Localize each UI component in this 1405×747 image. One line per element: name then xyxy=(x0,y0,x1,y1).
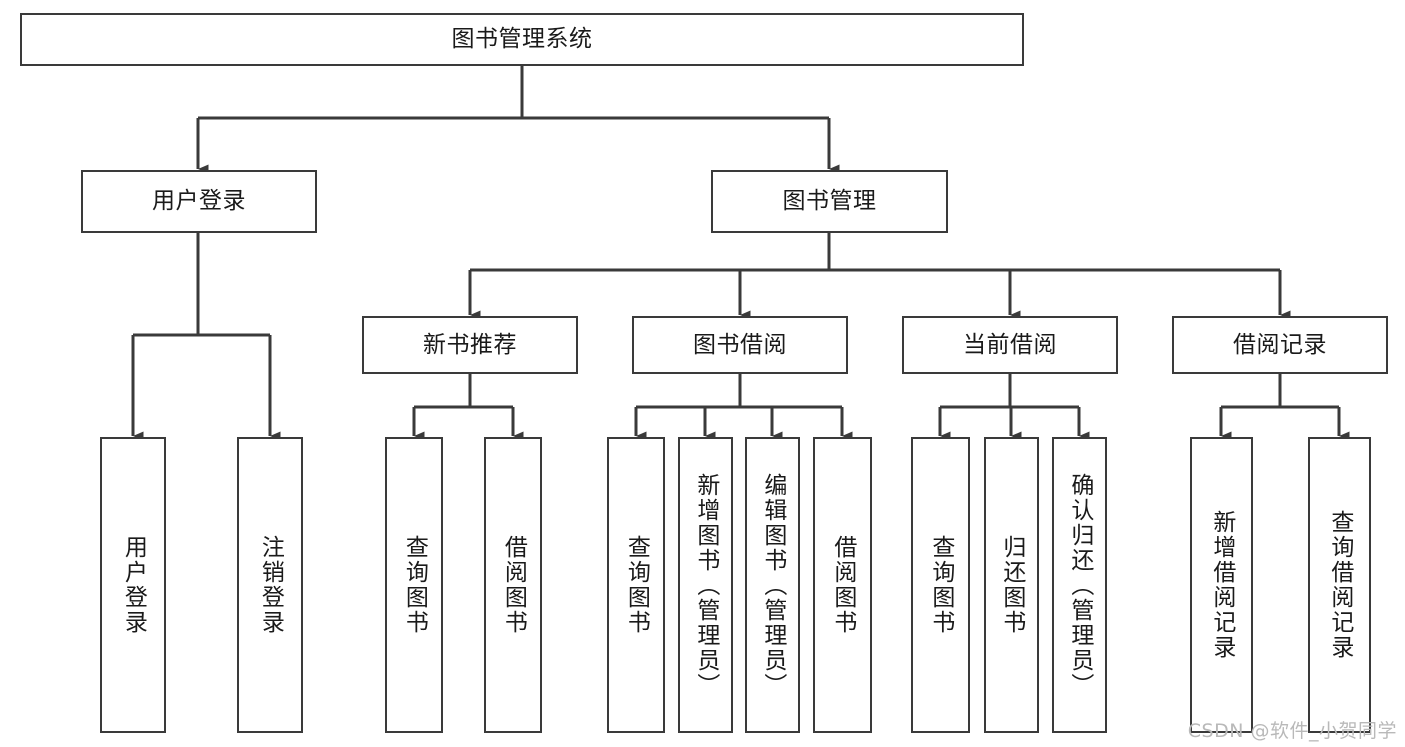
node-leaf-10[interactable]: 确认归还（管理员） xyxy=(1052,437,1107,733)
node-leaf-5-label: 新增图书（管理员） xyxy=(692,472,719,698)
node-leaf-7-label: 借阅图书 xyxy=(829,535,856,635)
node-leaf-2-label: 查询图书 xyxy=(401,535,428,635)
node-leaf-4-label: 查询图书 xyxy=(623,535,650,635)
node-leaf-0[interactable]: 用户登录 xyxy=(100,437,166,733)
node-leaf-2[interactable]: 查询图书 xyxy=(385,437,443,733)
node-leaf-4[interactable]: 查询图书 xyxy=(607,437,665,733)
node-root-label: 图书管理系统 xyxy=(451,26,593,53)
node-level3-1-label: 图书借阅 xyxy=(693,331,787,358)
node-level3-2[interactable]: 当前借阅 xyxy=(902,316,1118,374)
node-level3-2-label: 当前借阅 xyxy=(963,331,1057,358)
node-leaf-6-label: 编辑图书（管理员） xyxy=(759,472,786,698)
node-leaf-12-label: 查询借阅记录 xyxy=(1326,510,1353,660)
node-leaf-11-label: 新增借阅记录 xyxy=(1208,510,1235,660)
node-leaf-12[interactable]: 查询借阅记录 xyxy=(1308,437,1371,733)
node-level2-1[interactable]: 图书管理 xyxy=(711,170,948,233)
node-leaf-3-label: 借阅图书 xyxy=(500,535,527,635)
node-leaf-9[interactable]: 归还图书 xyxy=(984,437,1039,733)
node-leaf-1[interactable]: 注销登录 xyxy=(237,437,303,733)
node-leaf-8-label: 查询图书 xyxy=(927,535,954,635)
node-level3-0[interactable]: 新书推荐 xyxy=(362,316,578,374)
node-level2-0[interactable]: 用户登录 xyxy=(81,170,317,233)
node-leaf-11[interactable]: 新增借阅记录 xyxy=(1190,437,1253,733)
node-level3-0-label: 新书推荐 xyxy=(423,331,517,358)
node-leaf-0-label: 用户登录 xyxy=(120,535,147,635)
node-leaf-8[interactable]: 查询图书 xyxy=(911,437,970,733)
node-level3-1[interactable]: 图书借阅 xyxy=(632,316,848,374)
node-level2-1-label: 图书管理 xyxy=(782,188,877,215)
node-leaf-1-label: 注销登录 xyxy=(257,535,284,635)
node-leaf-9-label: 归还图书 xyxy=(998,535,1025,635)
node-leaf-6[interactable]: 编辑图书（管理员） xyxy=(745,437,800,733)
node-level3-3[interactable]: 借阅记录 xyxy=(1172,316,1388,374)
node-leaf-5[interactable]: 新增图书（管理员） xyxy=(678,437,733,733)
node-leaf-3[interactable]: 借阅图书 xyxy=(484,437,542,733)
node-level3-3-label: 借阅记录 xyxy=(1233,331,1327,358)
node-leaf-7[interactable]: 借阅图书 xyxy=(813,437,872,733)
node-root[interactable]: 图书管理系统 xyxy=(20,13,1024,66)
node-level2-0-label: 用户登录 xyxy=(152,188,246,215)
node-leaf-10-label: 确认归还（管理员） xyxy=(1066,472,1093,698)
